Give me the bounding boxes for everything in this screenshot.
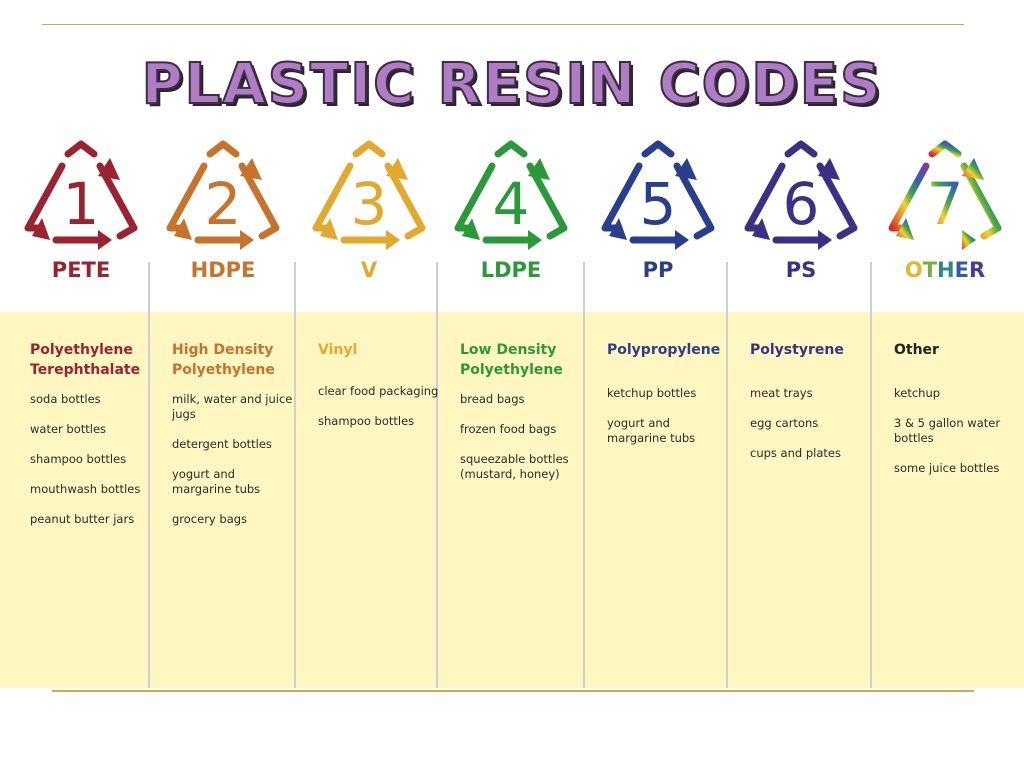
column-divider bbox=[148, 262, 150, 688]
bottom-rule bbox=[52, 690, 974, 692]
code-abbreviation: OTHER bbox=[904, 258, 986, 282]
recycle-symbol-7-icon: 7 bbox=[888, 140, 1002, 250]
use-item: ketchup bbox=[894, 386, 941, 400]
recycle-symbol-5-icon: 5 bbox=[601, 140, 715, 250]
use-item: yogurt and margarine tubs bbox=[607, 416, 696, 445]
code-number: 6 bbox=[783, 170, 820, 238]
resin-code-7: 7 OTHER Other ketchup 3 & 5 gallon water… bbox=[872, 130, 1018, 688]
top-rule bbox=[42, 24, 964, 25]
uses-list: bread bags frozen food bags squeezable b… bbox=[460, 392, 582, 497]
column-divider bbox=[583, 262, 585, 688]
code-abbreviation: PP bbox=[642, 258, 674, 282]
use-item: detergent bottles bbox=[172, 437, 272, 451]
use-item: egg cartons bbox=[750, 416, 819, 430]
page-title: PLASTIC RESIN CODES bbox=[141, 51, 883, 118]
use-item: grocery bags bbox=[172, 512, 248, 526]
uses-list: clear food packaging shampoo bottles bbox=[318, 384, 440, 444]
use-item: some juice bottles bbox=[894, 461, 1000, 475]
column-divider bbox=[726, 262, 728, 688]
resin-name: Polyethylene Terephthalate bbox=[30, 342, 141, 378]
code-number: 7 bbox=[927, 170, 964, 238]
use-item: water bottles bbox=[30, 422, 107, 436]
use-item: cups and plates bbox=[750, 446, 841, 460]
recycle-symbol-4-icon: 4 bbox=[454, 140, 568, 250]
resin-name: Other bbox=[894, 342, 939, 358]
uses-list: meat trays egg cartons cups and plates bbox=[750, 386, 872, 476]
use-item: peanut butter jars bbox=[30, 512, 135, 526]
code-abbreviation: PS bbox=[785, 258, 817, 282]
column-divider bbox=[870, 262, 872, 688]
uses-list: ketchup 3 & 5 gallon water bottles some … bbox=[894, 386, 1016, 491]
uses-list: soda bottles water bottles shampoo bottl… bbox=[30, 392, 152, 542]
use-item: ketchup bottles bbox=[607, 386, 697, 400]
resin-code-2: 2 HDPE High Density Polyethylene milk, w… bbox=[150, 130, 296, 688]
resin-code-3: 3 V Vinyl clear food packaging shampoo b… bbox=[296, 130, 442, 688]
resin-name: Polystyrene bbox=[750, 342, 844, 358]
code-number: 1 bbox=[63, 170, 100, 238]
recycle-symbol-6-icon: 6 bbox=[744, 140, 858, 250]
recycle-symbol-2-icon: 2 bbox=[166, 140, 280, 250]
recycle-symbol-1-icon: 1 bbox=[24, 140, 138, 250]
resin-code-6: 6 PS Polystyrene meat trays egg cartons … bbox=[728, 130, 874, 688]
code-number: 2 bbox=[205, 170, 242, 238]
resin-name: Polypropylene bbox=[607, 342, 721, 358]
uses-list: milk, water and juice jugs detergent bot… bbox=[172, 392, 294, 542]
resin-code-4: 4 LDPE Low Density Polyethylene bread ba… bbox=[438, 130, 584, 688]
use-item: milk, water and juice jugs bbox=[172, 392, 293, 421]
code-abbreviation: LDPE bbox=[480, 258, 542, 282]
resin-code-5: 5 PP Polypropylene ketchup bottles yogur… bbox=[585, 130, 731, 688]
resin-name: Low Density Polyethylene bbox=[460, 342, 563, 378]
resin-code-1: 1 PETE Polyethylene Terephthalate soda b… bbox=[8, 130, 154, 688]
resin-name: High Density Polyethylene bbox=[172, 342, 275, 378]
use-item: clear food packaging bbox=[318, 384, 439, 398]
use-item: meat trays bbox=[750, 386, 813, 400]
use-item: soda bottles bbox=[30, 392, 101, 406]
code-number: 3 bbox=[351, 170, 388, 238]
code-number: 5 bbox=[640, 170, 677, 238]
use-item: shampoo bottles bbox=[30, 452, 127, 466]
code-number: 4 bbox=[493, 170, 530, 238]
column-divider bbox=[436, 262, 438, 688]
recycle-symbol-3-icon: 3 bbox=[312, 140, 426, 250]
code-abbreviation: PETE bbox=[51, 258, 111, 282]
use-item: mouthwash bottles bbox=[30, 482, 141, 496]
use-item: frozen food bags bbox=[460, 422, 557, 436]
code-abbreviation: V bbox=[360, 258, 378, 282]
use-item: shampoo bottles bbox=[318, 414, 415, 428]
uses-list: ketchup bottles yogurt and margarine tub… bbox=[607, 386, 729, 461]
code-abbreviation: HDPE bbox=[190, 258, 256, 282]
use-item: squeezable bottles (mustard, honey) bbox=[460, 452, 569, 481]
description-panel bbox=[0, 312, 1024, 688]
use-item: yogurt and margarine tubs bbox=[172, 467, 261, 496]
column-divider bbox=[294, 262, 296, 688]
resin-name: Vinyl bbox=[318, 342, 358, 358]
use-item: bread bags bbox=[460, 392, 525, 406]
use-item: 3 & 5 gallon water bottles bbox=[894, 416, 1001, 445]
